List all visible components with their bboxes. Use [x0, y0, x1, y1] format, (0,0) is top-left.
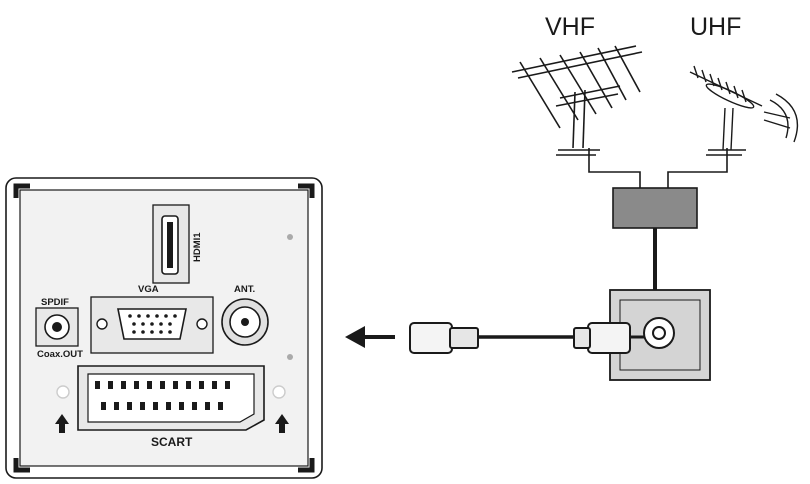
spdif-label: SPDIF	[41, 297, 69, 308]
scart-label: SCART	[151, 435, 193, 449]
coax-out-label: Coax.OUT	[37, 349, 83, 360]
scart-port	[77, 365, 265, 431]
uhf-antenna-icon	[689, 65, 799, 156]
vga-port	[90, 296, 214, 354]
ant-label: ANT.	[234, 284, 255, 295]
antenna-cables	[588, 148, 728, 188]
vhf-label: VHF	[545, 13, 595, 41]
uhf-label: UHF	[690, 13, 741, 41]
splitter-box	[612, 187, 698, 229]
coax-cable	[409, 322, 644, 354]
arrow-up-icon	[55, 414, 69, 433]
spdif-port	[35, 307, 79, 347]
scart-right-hole	[272, 385, 286, 399]
vga-label: VGA	[138, 284, 159, 295]
hdmi-label: HDMI1	[192, 232, 203, 262]
scart-left-hole	[56, 385, 70, 399]
hdmi-port	[152, 204, 190, 284]
arrow-up-icon	[275, 414, 289, 433]
antenna-input-port	[221, 298, 269, 346]
vhf-antenna-icon	[511, 45, 643, 156]
arrow-left-icon	[345, 326, 395, 348]
